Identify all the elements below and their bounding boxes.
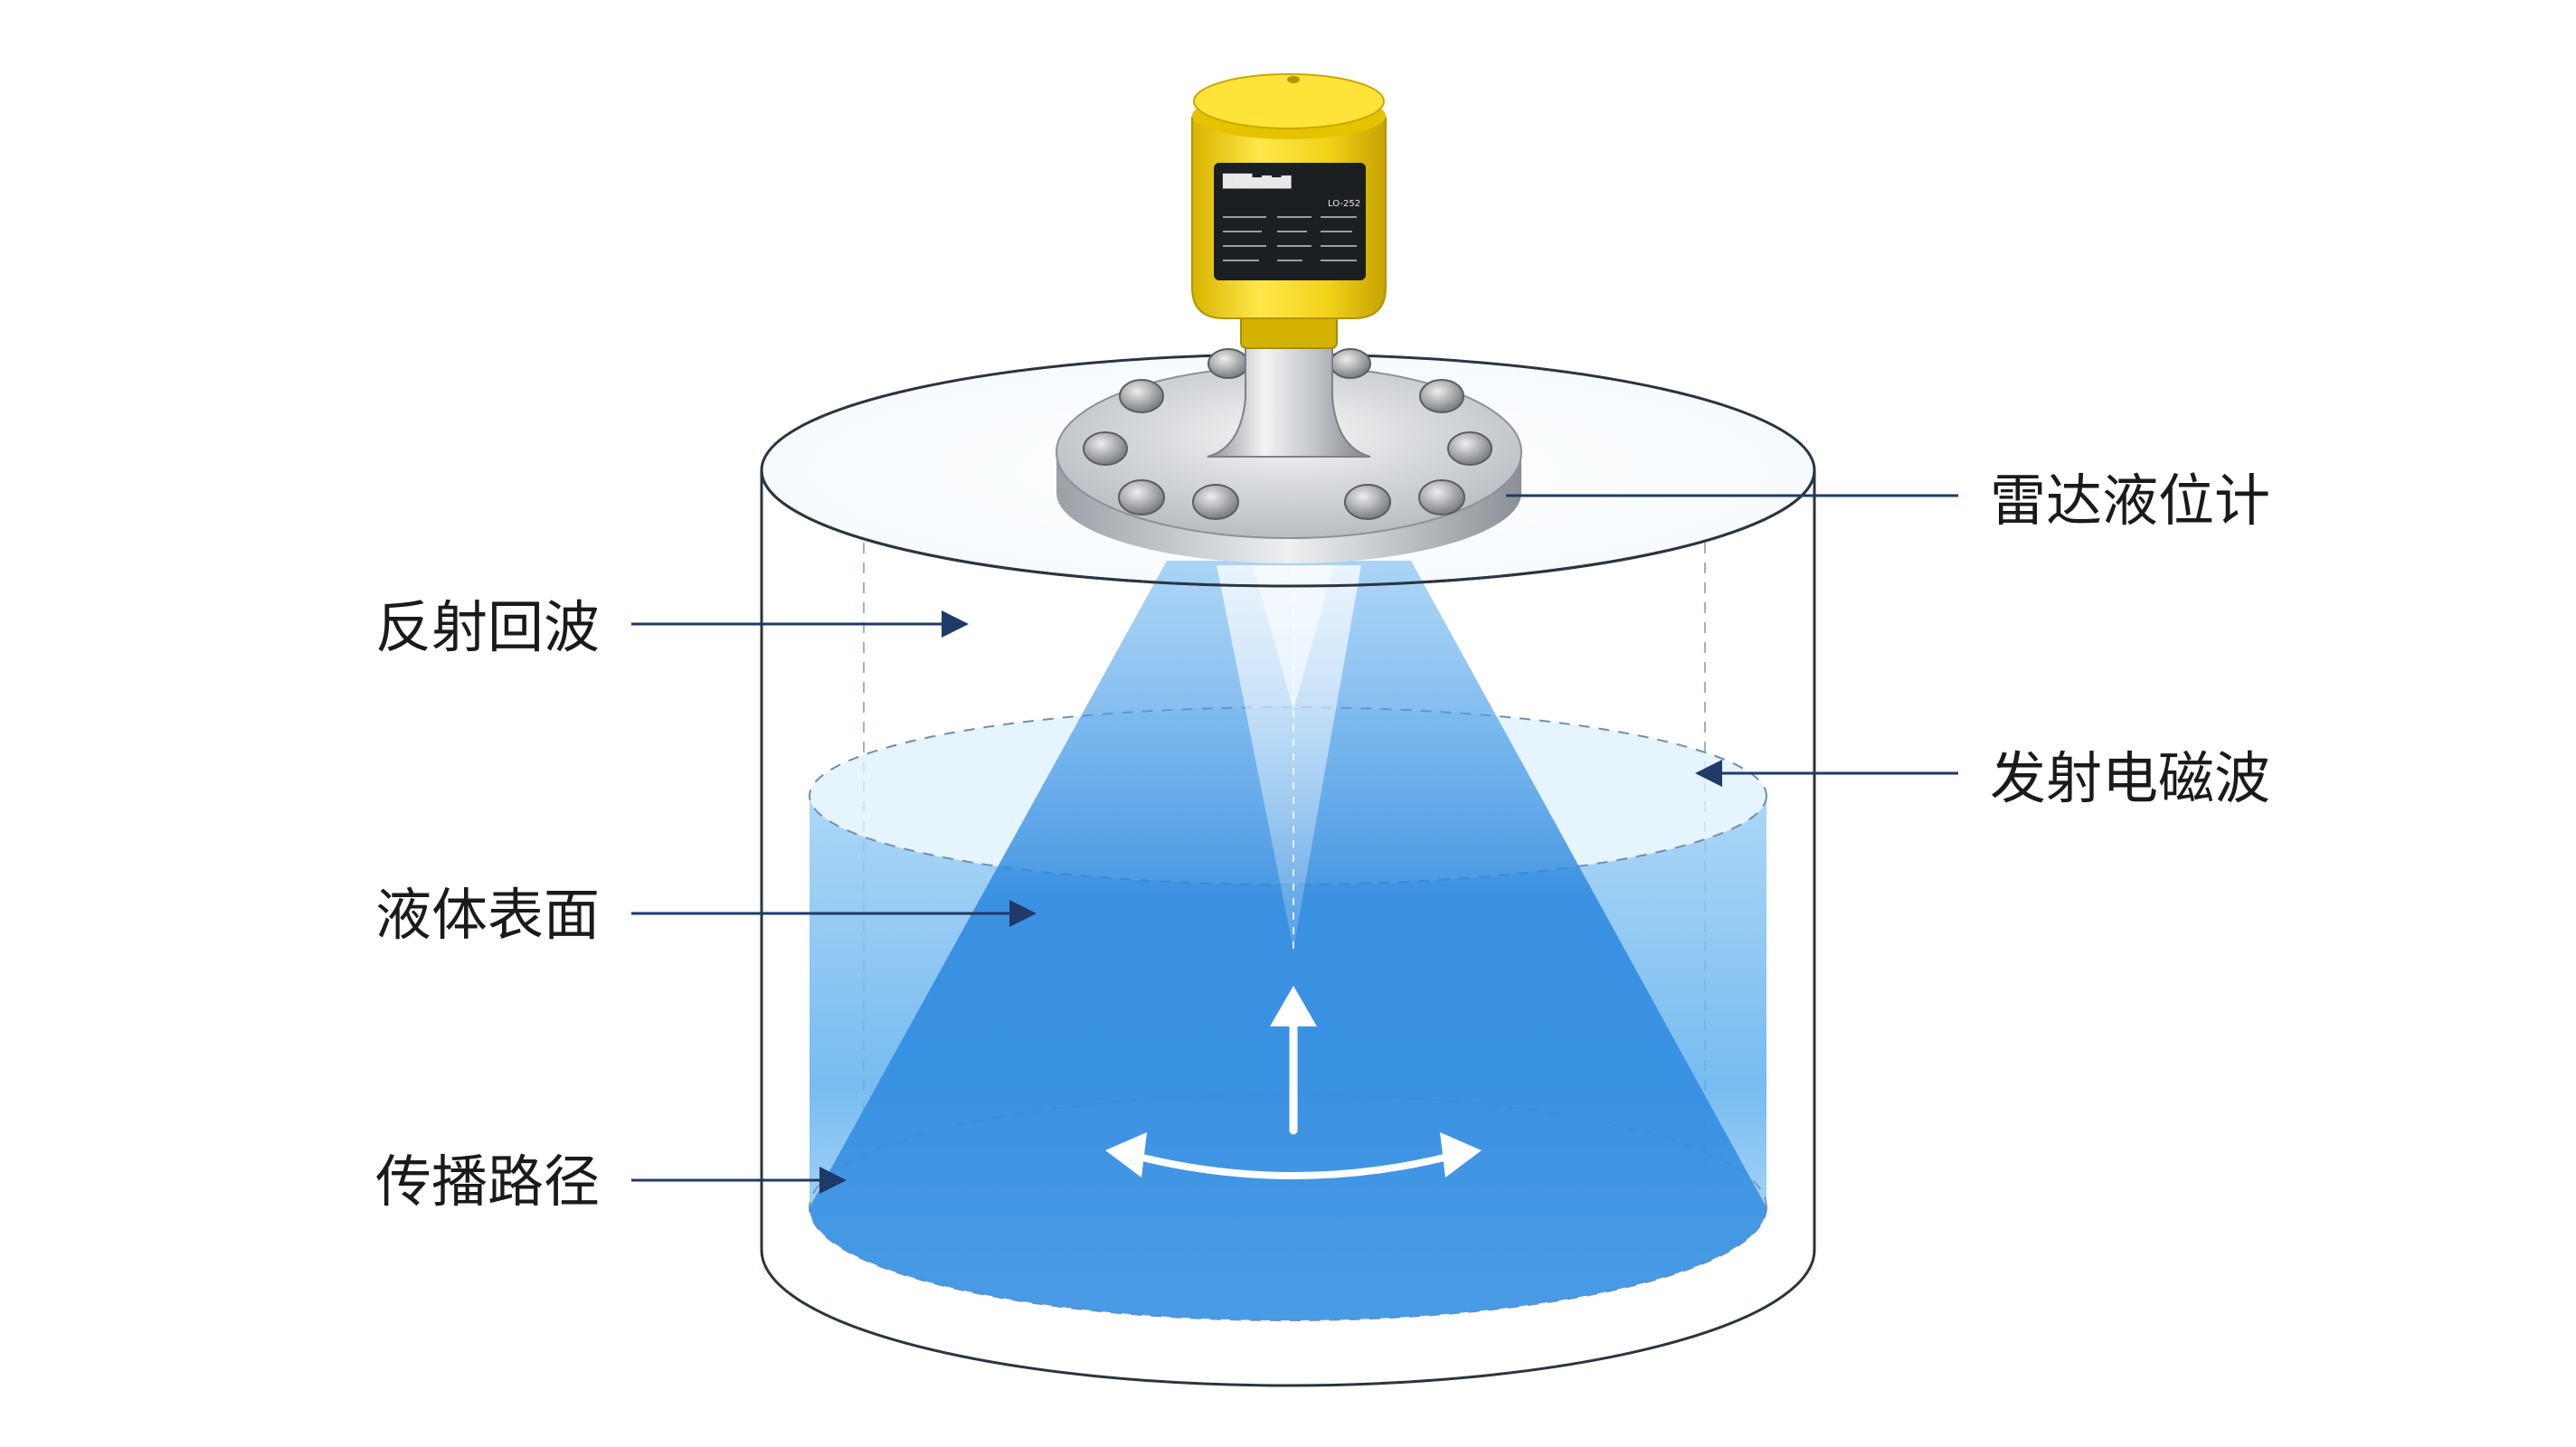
label-emitted-em-wave: 发射电磁波	[1990, 745, 2270, 811]
label-propagation-path: 传播路径	[375, 1149, 600, 1215]
radar-beam	[810, 561, 1766, 1320]
curved-double-arrow-icon	[1105, 1132, 1482, 1179]
beam-inner-cone	[1217, 565, 1361, 950]
nameplate-title: ███▆▇▆▇	[1222, 173, 1292, 189]
device-cap-top	[1193, 73, 1385, 129]
beam-cone	[810, 561, 1766, 1320]
radar-level-meter-device: ███▆▇▆▇ LO-252	[1056, 73, 1522, 563]
bolt-icon	[1083, 431, 1128, 466]
callouts	[631, 494, 1958, 1194]
device-cap-dot	[1287, 76, 1300, 83]
bolt-icon	[1447, 431, 1492, 466]
bolt-icon	[1192, 484, 1239, 520]
nameplate-model: LO-252	[1328, 199, 1360, 209]
label-reflected-echo: 反射回波	[375, 594, 600, 660]
bolt-icon	[1119, 379, 1164, 413]
up-arrow-icon	[1270, 986, 1317, 1135]
bolt-icon	[1330, 348, 1371, 379]
device-neck	[1207, 343, 1371, 458]
label-radar-level-meter: 雷达液位计	[1990, 468, 2270, 534]
nameplate-detail-lines	[1223, 216, 1357, 261]
bolt-icon	[1208, 348, 1249, 379]
device-nameplate	[1214, 163, 1366, 280]
flange-bolts	[1083, 348, 1492, 520]
tank-bottom-front	[760, 1249, 1816, 1387]
bolt-icon	[1419, 379, 1464, 413]
label-liquid-surface: 液体表面	[375, 882, 600, 948]
tank-top-front-rim	[760, 469, 1816, 588]
bolt-icon	[1344, 484, 1391, 520]
bolt-icon	[1118, 479, 1165, 515]
bolt-icon	[1418, 479, 1465, 515]
